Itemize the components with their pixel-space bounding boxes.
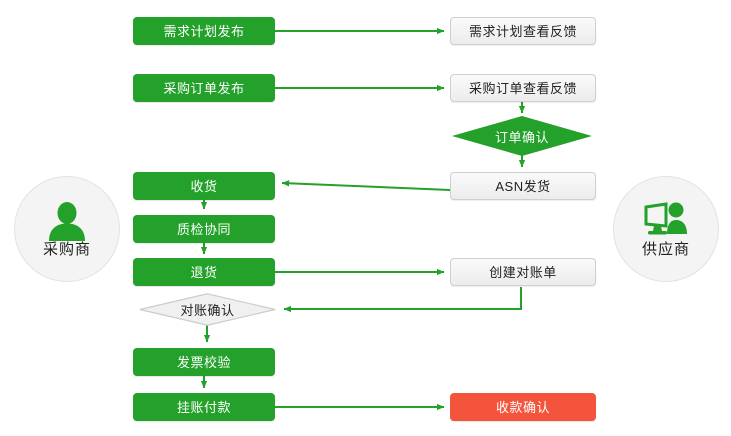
node-order-confirm[interactable]: 订单确认 [452,116,592,156]
node-asn-shipment[interactable]: ASN发货 [450,172,596,200]
node-statement-confirm[interactable]: 对账确认 [139,293,276,326]
node-label: 需求计划发布 [163,23,245,39]
node-po-feedback[interactable]: 采购订单查看反馈 [450,74,596,102]
node-label: 发票校验 [176,354,231,370]
actor-supplier-label: 供应商 [641,241,690,258]
node-po-publish[interactable]: 采购订单发布 [133,74,275,102]
node-invoice-verify[interactable]: 发票校验 [133,348,275,376]
node-create-statement[interactable]: 创建对账单 [450,258,596,286]
node-return-goods[interactable]: 退货 [133,258,275,286]
edge-asn-to-goods-receipt [281,180,451,191]
node-label: 质检协同 [176,221,231,237]
actor-buyer-label: 采购商 [42,241,91,258]
node-label: 采购订单查看反馈 [468,80,577,96]
node-demand-plan-feedback[interactable]: 需求计划查看反馈 [450,17,596,45]
node-label: 收款确认 [495,399,550,415]
diamond-shape [139,293,276,326]
node-label: 需求计划查看反馈 [468,23,577,39]
node-goods-receipt[interactable]: 收货 [133,172,275,200]
actor-supplier[interactable]: 供应商 [613,176,719,282]
node-quality-collab[interactable]: 质检协同 [133,215,275,243]
person-computer-icon [644,202,687,235]
node-pay-on-account[interactable]: 挂账付款 [133,393,275,421]
node-demand-plan-publish[interactable]: 需求计划发布 [133,17,275,45]
node-label: 挂账付款 [176,399,231,415]
node-label: 创建对账单 [489,264,557,280]
node-receipt-confirm[interactable]: 收款确认 [450,393,596,421]
diamond-shape [452,116,592,156]
actor-buyer[interactable]: 采购商 [14,176,120,282]
person-icon [49,202,85,241]
edge-create-statement-to-statement-confirm [283,287,522,313]
node-label: 采购订单发布 [163,80,245,96]
node-label: 收货 [190,178,218,194]
node-label: ASN发货 [495,178,551,194]
node-label: 退货 [190,264,218,280]
